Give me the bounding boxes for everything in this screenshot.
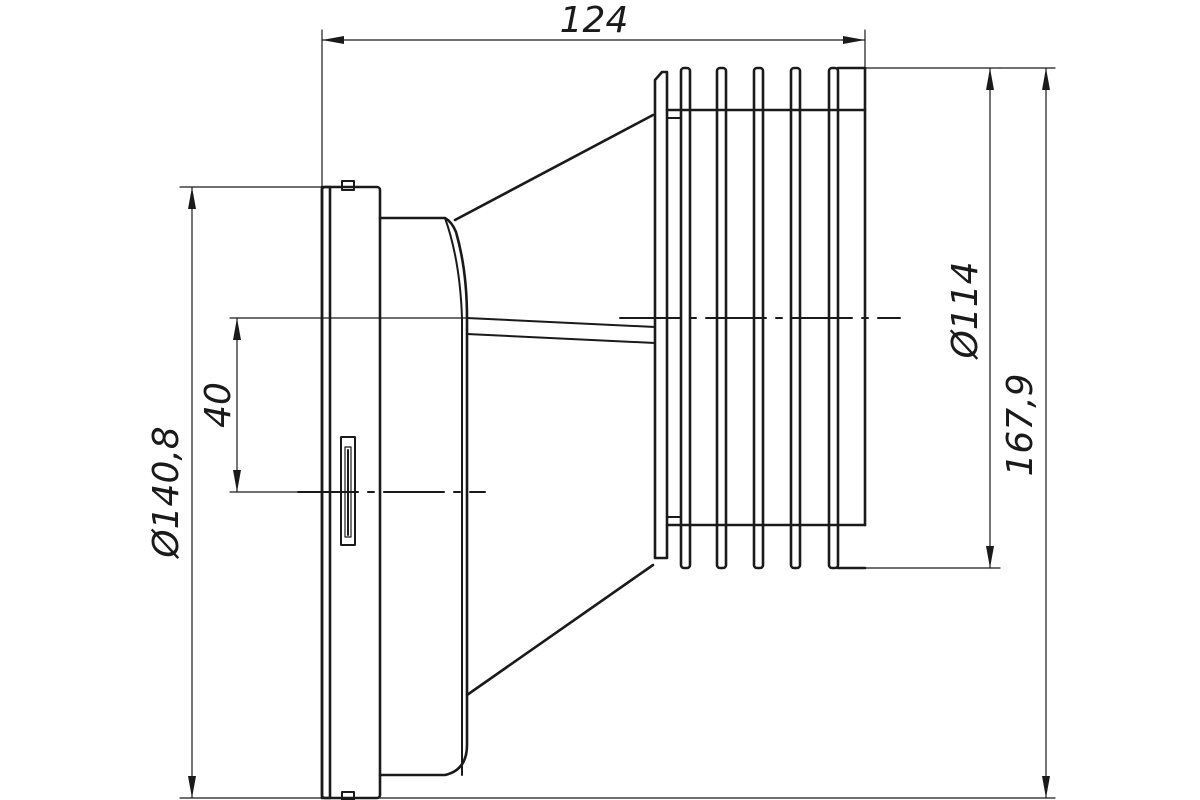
dimension-inlet-diameter: Ø140,8 [146, 186, 323, 799]
inlet-diameter-label: Ø140,8 [146, 426, 187, 559]
outlet-height-label: 167,9 [1000, 373, 1041, 476]
center-lines [229, 317, 901, 493]
eccentric-cone [453, 113, 656, 697]
inlet-flange [320, 180, 382, 800]
dimension-offset: 40 [198, 317, 241, 493]
collar [378, 216, 469, 777]
dimension-outlet-diameter: Ø114 [837, 67, 1001, 569]
overall-length-label: 124 [560, 0, 629, 41]
offset-label: 40 [198, 382, 239, 428]
dimension-outlet-height: 167,9 [379, 67, 1056, 799]
outlet-diameter-label: Ø114 [945, 261, 986, 360]
dimension-overall-length: 124 [321, 0, 866, 188]
